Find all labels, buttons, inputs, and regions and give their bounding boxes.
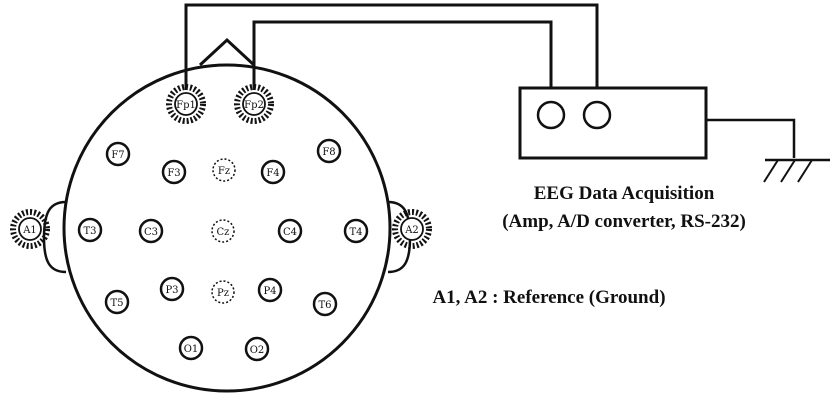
ground-hatch-3: [797, 159, 813, 183]
electrode-p4-ring: [257, 277, 283, 303]
electrode-fp1-ring: [174, 92, 198, 116]
ground-wire: [706, 118, 796, 158]
electrode-fp1-label: Fp1: [176, 100, 196, 111]
electrode-fz: Fz: [212, 158, 236, 182]
head: [42, 37, 412, 393]
electrode-f8-label: F8: [322, 147, 335, 158]
electrode-f7-ring: [105, 141, 131, 167]
electrode-cz-ring: [211, 219, 235, 243]
electrode-o2: O2: [244, 336, 270, 362]
nose: [198, 37, 256, 67]
electrode-fp1-halo: [166, 84, 206, 124]
electrode-f3-ring: [161, 159, 187, 185]
electrode-t3-ring: [77, 217, 103, 243]
ground-symbol: [763, 158, 830, 183]
electrode-o2-label: O2: [250, 345, 265, 356]
electrode-a1: A1: [10, 209, 50, 249]
electrode-a2-label: A2: [404, 225, 419, 236]
electrode-f8-ring: [316, 138, 342, 164]
electrode-cz: Cz: [211, 219, 235, 243]
electrode-f8: F8: [316, 138, 342, 164]
electrode-o1-ring: [178, 335, 204, 361]
electrode-c4: C4: [277, 218, 303, 244]
head-outline: [62, 63, 392, 393]
left-ear: [42, 200, 67, 274]
electrode-a1-halo: [10, 209, 50, 249]
electrode-c3-ring: [138, 218, 164, 244]
electrode-fp2-ring: [242, 92, 266, 116]
electrode-f4: F4: [260, 159, 286, 185]
electrode-c3-label: C3: [144, 227, 158, 238]
electrode-p3: P3: [159, 276, 185, 302]
wire-fp1: [184, 3, 599, 99]
electrode-p4-label: P4: [263, 286, 276, 297]
electrodes: Fp1 Fp2 A1 A2 F7 F3: [10, 84, 432, 362]
electrode-c4-ring: [277, 218, 303, 244]
electrode-pz-label: Pz: [217, 288, 229, 299]
electrode-a1-ring: [18, 217, 42, 241]
electrode-t5-label: T5: [110, 298, 123, 309]
electrode-a2-halo: [392, 209, 432, 249]
electrode-cz-label: Cz: [217, 227, 230, 238]
electrode-p3-label: P3: [165, 285, 178, 296]
wire-fp2: [252, 20, 553, 99]
electrode-t4-ring: [343, 218, 369, 244]
electrode-fp2-label: Fp2: [244, 100, 264, 111]
electrode-p3-ring: [159, 276, 185, 302]
electrode-t3-label: T3: [83, 226, 96, 237]
electrode-a1-label: A1: [22, 225, 37, 236]
electrode-t4: T4: [343, 218, 369, 244]
electrode-o1: O1: [178, 335, 204, 361]
device-subtitle: (Amp, A/D converter, RS-232): [502, 211, 746, 232]
electrode-t6-label: T6: [318, 300, 331, 311]
electrode-t6: T6: [312, 291, 338, 317]
electrode-t4-label: T4: [349, 227, 362, 238]
electrode-o1-label: O1: [184, 344, 199, 355]
device-input-2: [582, 100, 612, 130]
electrode-fp2-halo: [234, 84, 274, 124]
electrode-f4-label: F4: [266, 168, 279, 179]
reference-note: A1, A2 : Reference (Ground): [432, 287, 665, 308]
ground-hatch-2: [780, 159, 796, 183]
electrode-o2-ring: [244, 336, 270, 362]
electrode-p4: P4: [257, 277, 283, 303]
wires: [184, 3, 796, 158]
electrode-a2-ring: [400, 217, 424, 241]
electrode-t6-ring: [312, 291, 338, 317]
electrode-f3-label: F3: [167, 168, 180, 179]
electrode-c3: C3: [138, 218, 164, 244]
acquisition-device: [518, 86, 708, 160]
electrode-t5-ring: [104, 289, 130, 315]
electrode-pz: Pz: [211, 280, 235, 304]
electrode-t3: T3: [77, 217, 103, 243]
electrode-f7-label: F7: [111, 150, 124, 161]
electrode-fp1: Fp1: [166, 84, 206, 124]
electrode-t5: T5: [104, 289, 130, 315]
electrode-fp2: Fp2: [234, 84, 274, 124]
electrode-fz-ring: [212, 158, 236, 182]
electrode-fz-label: Fz: [218, 166, 230, 177]
electrode-c4-label: C4: [283, 227, 297, 238]
electrode-f3: F3: [161, 159, 187, 185]
electrode-pz-ring: [211, 280, 235, 304]
electrode-f4-ring: [260, 159, 286, 185]
device-title: EEG Data Acquisition: [534, 183, 715, 204]
electrode-a2: A2: [392, 209, 432, 249]
ground-hatch-1: [763, 159, 779, 183]
device-input-1: [536, 100, 566, 130]
electrode-f7: F7: [105, 141, 131, 167]
